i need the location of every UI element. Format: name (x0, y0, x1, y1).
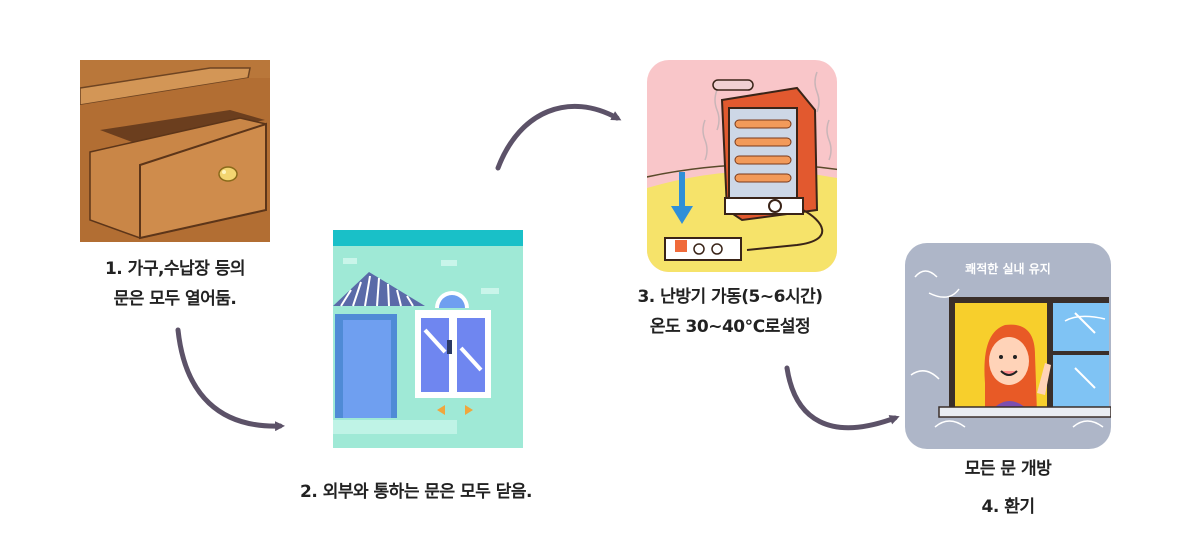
step-4-caption: 모든 문 개방 4. 환기 (905, 454, 1111, 522)
step-2-line-1: 2. 외부와 통하는 문은 모두 닫음. (300, 482, 533, 502)
building-illustration (333, 230, 523, 448)
step-1-line-1: 1. 가구,수납장 등의 (104, 259, 246, 279)
arrow-1-to-2 (175, 327, 285, 432)
step-3-caption: 3. 난방기 가동(5~6시간) 온도 30~40℃로설정 (600, 282, 860, 342)
arrow-2-to-3 (495, 103, 622, 171)
ventilation-illustration: 쾌적한 실내 유지 (905, 243, 1111, 449)
bubble-text: 쾌적한 실내 유지 (965, 261, 1051, 276)
step-1-line-2: 문은 모두 열어둠. (113, 289, 237, 309)
step-3-line-1: 3. 난방기 가동(5~6시간) (637, 287, 823, 307)
step-4-line-2: 4. 환기 (981, 497, 1036, 517)
drawer-illustration (80, 60, 270, 242)
step-2-caption: 2. 외부와 통하는 문은 모두 닫음. (300, 477, 590, 507)
step-4-line-1: 모든 문 개방 (964, 459, 1052, 479)
step-3-line-2: 온도 30~40℃로설정 (649, 317, 811, 337)
heater-illustration (647, 60, 837, 272)
step-1-caption: 1. 가구,수납장 등의 문은 모두 열어둠. (80, 254, 270, 314)
arrow-3-to-4 (784, 365, 900, 431)
